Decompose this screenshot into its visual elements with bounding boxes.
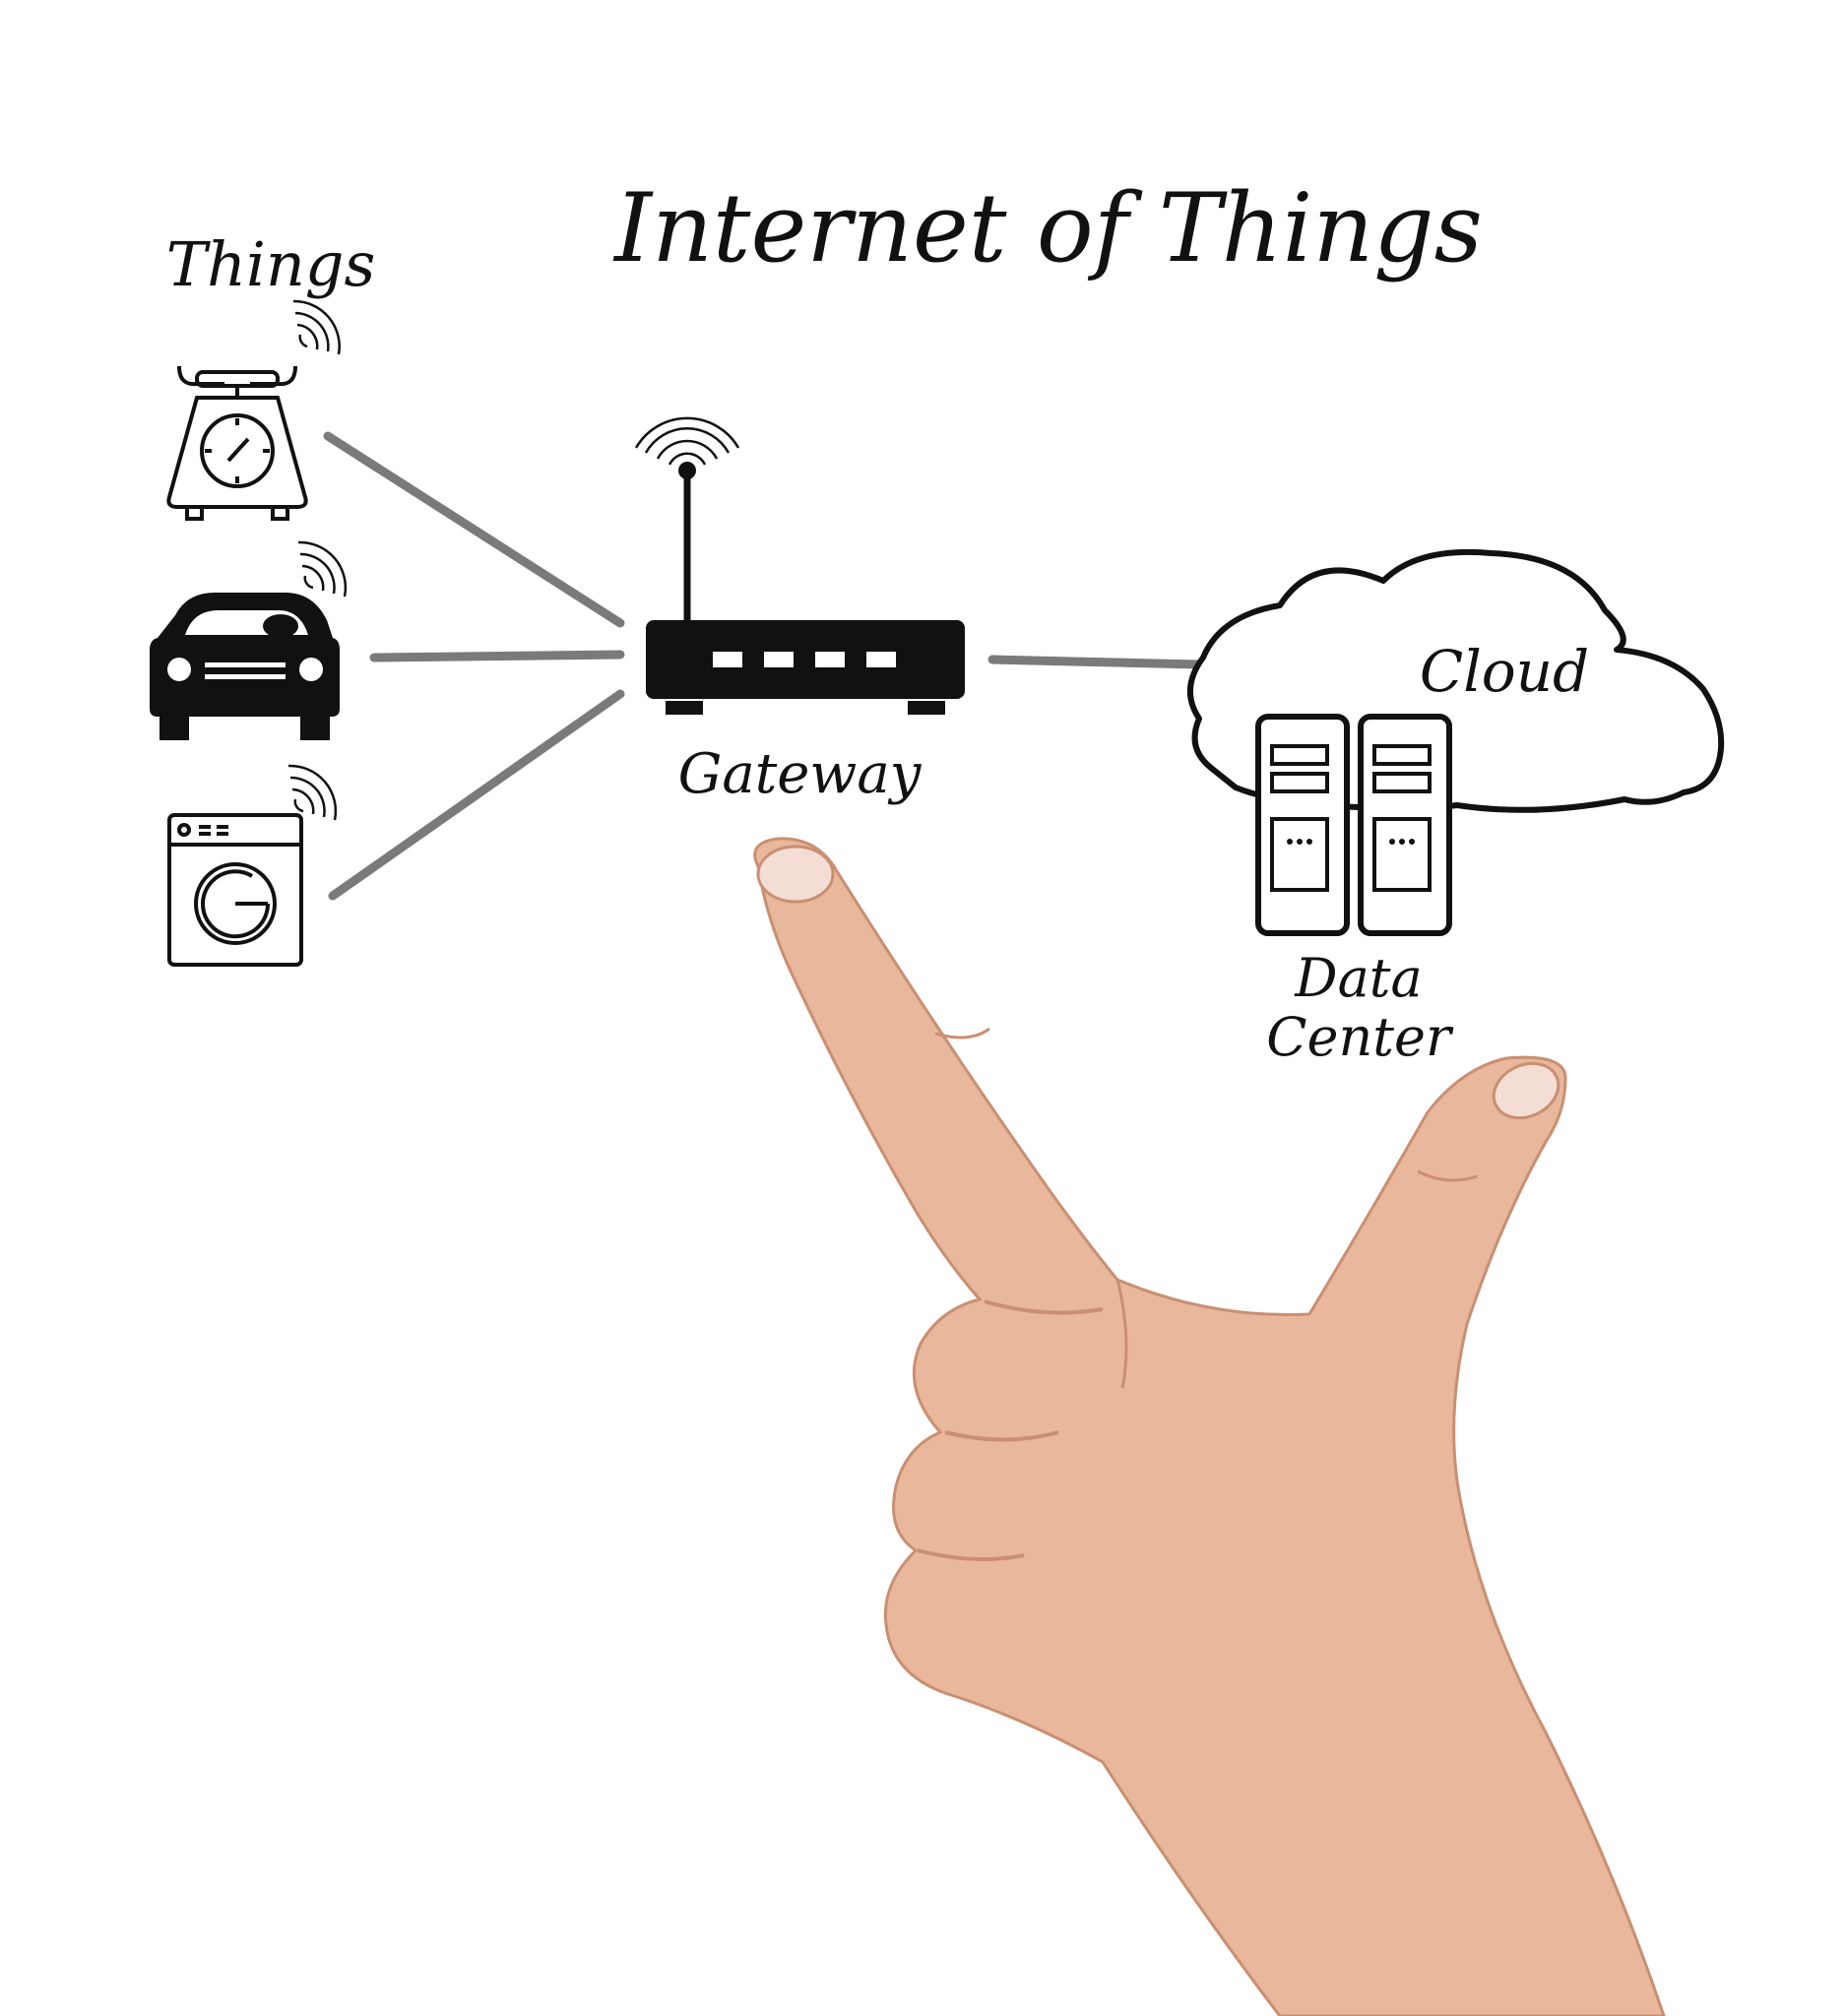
- washer-wifi-icon: [287, 764, 338, 821]
- scale-wifi-icon: [292, 299, 341, 355]
- connector-scale-gateway: [323, 431, 625, 628]
- connector-gateway-cloud: [987, 655, 1204, 669]
- index-fingernail: [756, 845, 835, 904]
- connector-washer-gateway: [328, 689, 625, 901]
- thumb-nail: [1492, 1061, 1560, 1120]
- scale-icon: [166, 365, 308, 521]
- things-label: Things: [166, 228, 376, 300]
- car-icon: [150, 593, 340, 740]
- diagram-title: Internet of Things: [612, 173, 1483, 284]
- server-rack-icon: [1255, 714, 1452, 936]
- connector-lines: [323, 431, 1204, 901]
- data-center-label-line1: Data: [1294, 947, 1422, 1009]
- gateway-label: Gateway: [678, 742, 923, 806]
- pointing-hand-image: [753, 837, 1666, 2016]
- data-center-label-line2: Center: [1266, 1006, 1454, 1068]
- connector-car-gateway: [369, 650, 625, 662]
- car-wifi-icon: [297, 540, 348, 598]
- cloud-label: Cloud: [1420, 638, 1589, 705]
- router-icon: [634, 416, 965, 715]
- washing-machine-icon: [167, 813, 303, 967]
- router-wifi-icon: [634, 416, 740, 466]
